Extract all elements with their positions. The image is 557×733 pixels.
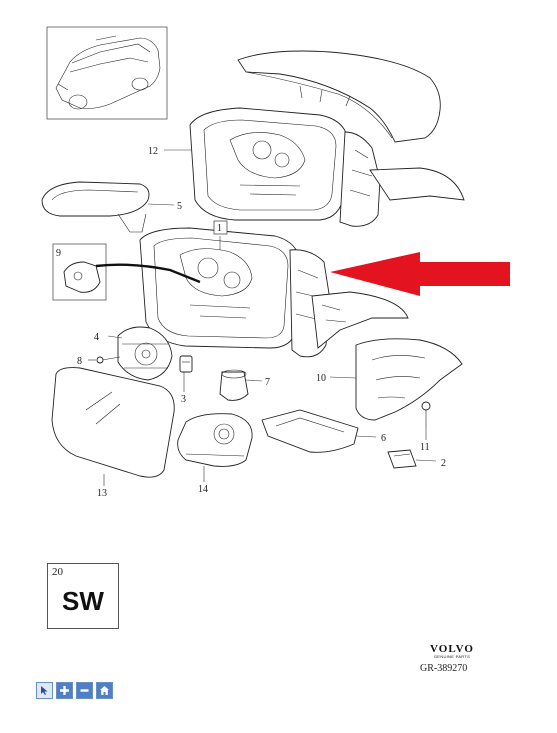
drawing-code: GR-389270 [420,663,468,674]
zoom-out-minus-icon [80,689,89,692]
part-cover-plate [261,409,359,453]
part-repeater-lamp [41,181,150,233]
select-pointer-button[interactable] [36,682,53,699]
part-connector [387,449,417,469]
callouts: 1 2 3 4 5 6 7 8 9 10 11 12 13 14 [56,146,446,499]
vehicle-thumbnail [46,26,168,120]
callout-3: 3 [181,394,186,405]
zoom-out-button[interactable] [76,682,93,699]
viewer-toolbar [36,682,113,699]
indicator-arrow [330,252,510,296]
part-housing-main [139,227,331,358]
home-icon [100,686,109,695]
zoom-in-plus-icon [60,686,69,695]
callout-11: 11 [420,442,430,453]
zoom-in-button[interactable] [56,682,73,699]
badge-number: 20 [52,566,63,578]
part-cable [52,243,201,301]
part-screw-11 [421,401,431,428]
callout-4: 4 [94,332,99,343]
brand-logo: VOLVO GENUINE PARTS [417,643,487,659]
callout-6: 6 [381,433,386,444]
callout-12: 12 [148,146,158,157]
callout-1: 1 [217,223,222,234]
callout-7: 7 [265,377,270,388]
select-pointer-icon [41,686,48,695]
part-base-bracket [311,291,463,421]
part-motor [117,326,173,381]
part-clip-3 [179,355,193,373]
part-cover [237,50,441,143]
part-puddle-lamp [177,413,253,467]
part-socket-7 [219,369,249,401]
part-mirror-glass [51,367,175,478]
leader-lines [88,149,437,486]
callout-2: 2 [441,458,446,469]
callout-9: 9 [56,248,61,259]
callout-8: 8 [77,356,82,367]
part-housing-rear [189,107,465,227]
brand-subtitle: GENUINE PARTS [433,654,471,659]
part-screw-8 [96,356,121,364]
brand-name: VOLVO [430,643,474,655]
callout-10: 10 [316,373,326,384]
callout-5: 5 [177,201,182,212]
callout-13: 13 [97,488,107,499]
spec-badge: 20 SW [47,563,119,629]
badge-code: SW [62,586,104,616]
callout-14: 14 [198,484,208,495]
callout-1-box [213,220,228,235]
home-button[interactable] [96,682,113,699]
